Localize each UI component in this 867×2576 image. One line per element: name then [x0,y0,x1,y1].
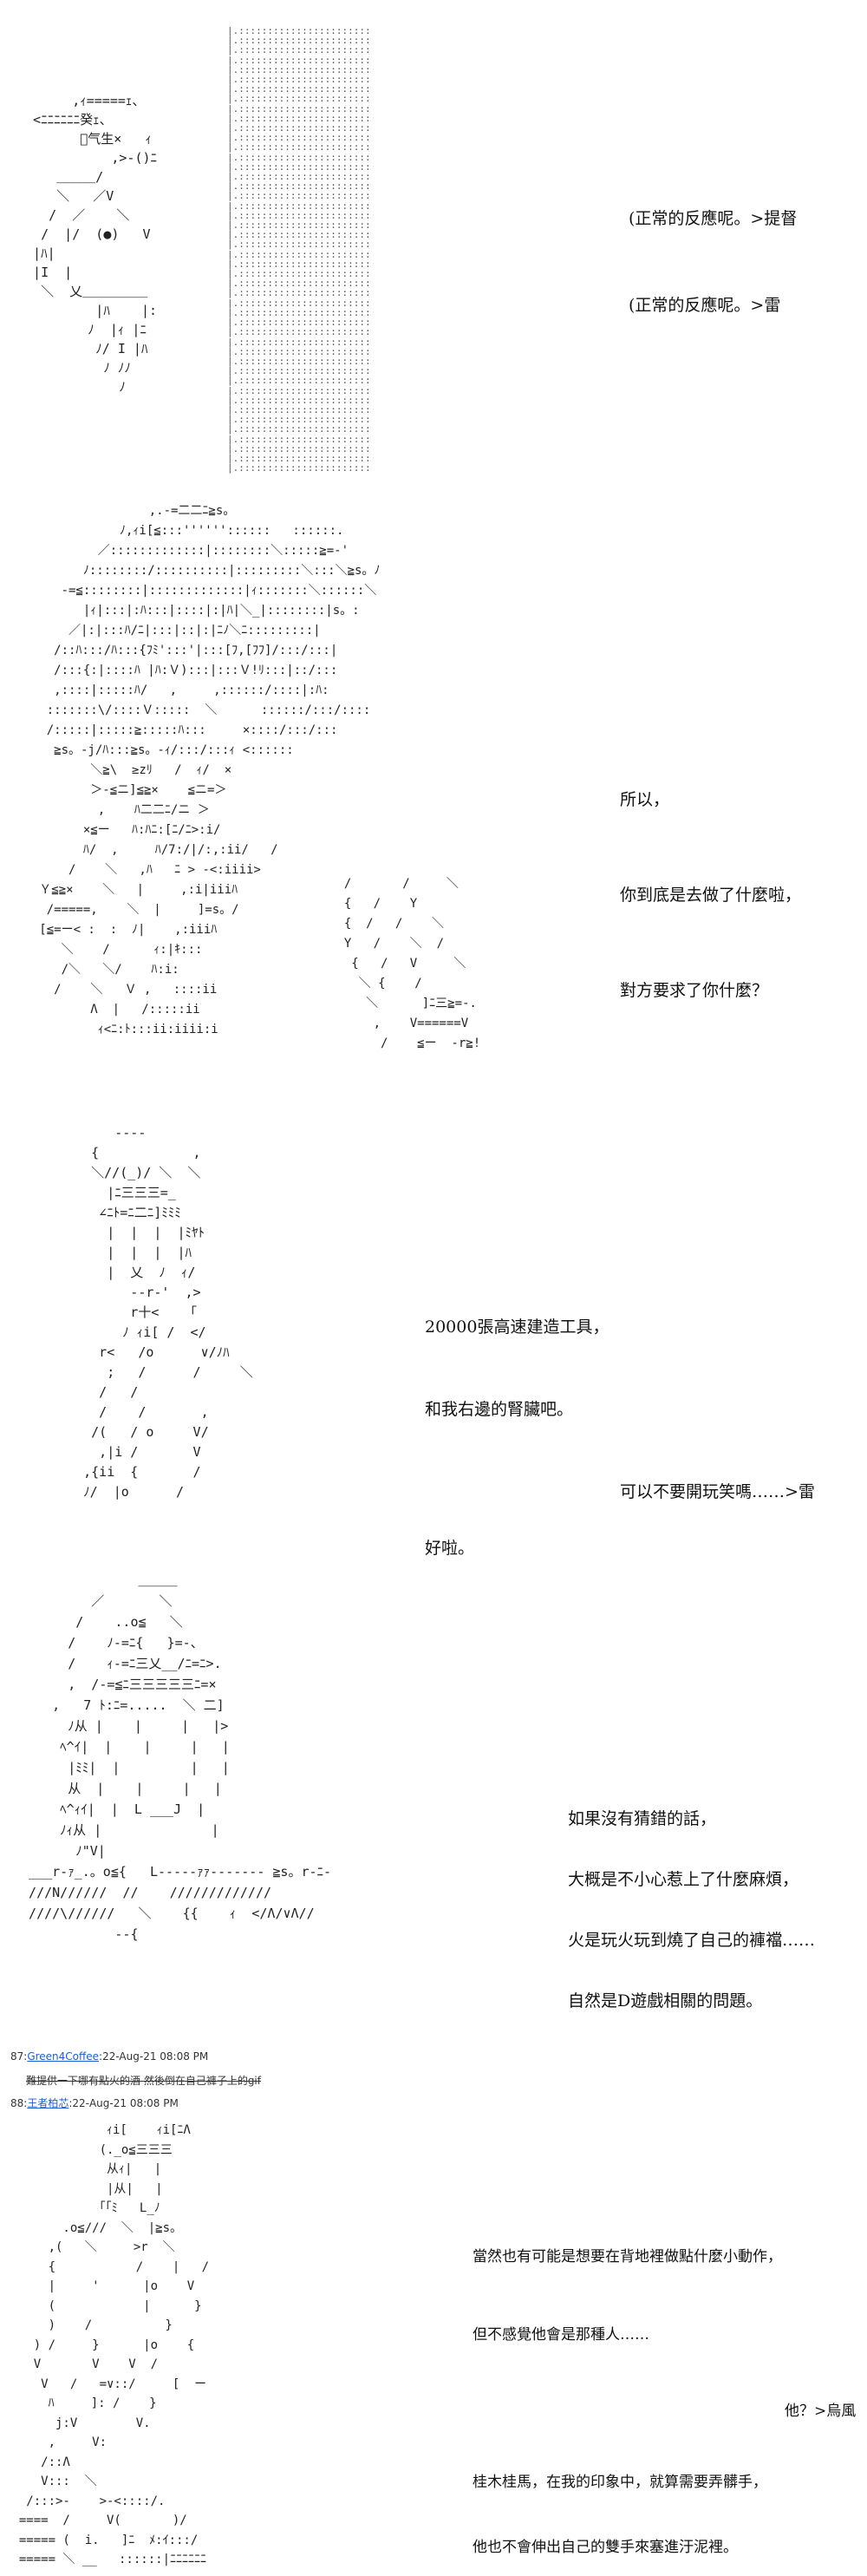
dialogue-line: 當然也有可能是想要在背地裡做點什麼小動作， [473,2248,782,2265]
dialogue-line: 他？>烏風 [785,2403,857,2420]
post-author-link[interactable]: Green4Coffee [27,2050,100,2063]
panel-3: ---- { , ＼//(_)/ ＼ ＼ |ﾆ三三三=_ ∠ﾆﾄ=ﾆ二ﾆ]ﾐﾐﾐ… [0,1097,867,1558]
dialogue-line: 可以不要開玩笑嗎……>雷 [620,1482,815,1501]
dialogue-line: 如果沒有猜錯的話， [568,1809,717,1828]
panel-1: ,ｨ=====ｪ、 <ﾆﾆﾆﾆﾆﾆ癸ｪ、 ﾞ气生× ｨ ,>-()ﾆ ＿＿＿/ … [0,0,867,486]
ascii-art-character: ---- { , ＼//(_)/ ＼ ＼ |ﾆ三三三=_ ∠ﾆﾄ=ﾆ二ﾆ]ﾐﾐﾐ… [83,1125,253,1500]
panel-5: ｨi[ ｨi[ﾆΛ (._o≦三三三 从ｨ| | |从| | ｢｢ﾐ L_ﾉ .… [0,2116,867,2576]
dialogue-line: 20000張高速建造工具， [425,1317,610,1337]
panel-2: ,.-=二二ﾆ≧s。 ﾉ,ｨi[≦:::'''''':::::: ::::::.… [0,486,867,1093]
ascii-art-character: ,.-=二二ﾆ≧s。 ﾉ,ｨi[≦:::'''''':::::: ::::::.… [39,504,381,1036]
dialogue-line: 對方要求了你什麼？ [620,981,769,1000]
panel-4: ＿＿＿ ／ ＼ / ..o≦ ＼ / ﾉ-=ﾆ{ }=-、 / ｨ-=ﾆ三乂__… [0,1570,867,2038]
dialogue-line: (正常的反應呢。>雷 [629,296,781,315]
post-number: 87: [10,2050,28,2063]
ascii-art-character: ｨi[ ｨi[ﾆΛ (._o≦三三三 从ｨ| | |从| | ｢｢ﾐ L_ﾉ .… [18,2123,210,2566]
post-number: 88: [10,2097,28,2109]
dialogue-line: 好啦。 [425,1539,475,1558]
post-author-link[interactable]: 王者柏芯 [27,2097,69,2109]
struck-comment: 難提供一下哪有點火的酒 然後倒在自己褲子上的gif [26,2075,261,2087]
dialogue-line: 自然是D遊戲相關的問題。 [568,1991,763,2010]
ascii-art-character: ,ｨ=====ｪ、 <ﾆﾆﾆﾆﾆﾆ癸ｪ、 ﾞ气生× ｨ ,>-()ﾆ ＿＿＿/ … [33,93,158,395]
dialogue-line: 但不感覺他會是那種人…… [473,2326,649,2344]
dialogue-line: (正常的反應呢。>提督 [629,209,798,228]
ascii-art-character-right: / / ＼ { / Y { / / ＼ Y / ＼ / { / V ＼ ＼ { … [343,877,481,1050]
post-timestamp: :22-Aug-21 08:08 PM [99,2050,209,2063]
dialogue-line: 大概是不小心惹上了什麼麻煩， [568,1870,799,1889]
dialogue-line: 桂木桂馬，在我的印象中，就算需要弄髒手， [473,2474,767,2491]
dialogue-line: 他也不會伸出自己的雙手來塞進汙泥裡。 [473,2539,738,2556]
ascii-art-character: ＿＿＿ ／ ＼ / ..o≦ ＼ / ﾉ-=ﾆ{ }=-、 / ｨ-=ﾆ三乂__… [29,1572,332,1942]
post-header: 87:Green4Coffee:22-Aug-21 08:08 PM [10,2050,208,2063]
dialogue-line: 你到底是去做了什麼啦， [620,886,802,905]
dialogue-line: 所以， [620,790,670,809]
ascii-art-pillar: |.::::::::::::::::::::::: |.::::::::::::… [227,25,371,474]
post-header: 88:王者柏芯:22-Aug-21 08:08 PM [10,2095,179,2110]
post-timestamp: :22-Aug-21 08:08 PM [68,2097,179,2109]
dialogue-line: 火是玩火玩到燒了自己的褲襠…… [568,1931,816,1950]
dialogue-line: 和我右邊的腎臟吧。 [425,1400,574,1419]
